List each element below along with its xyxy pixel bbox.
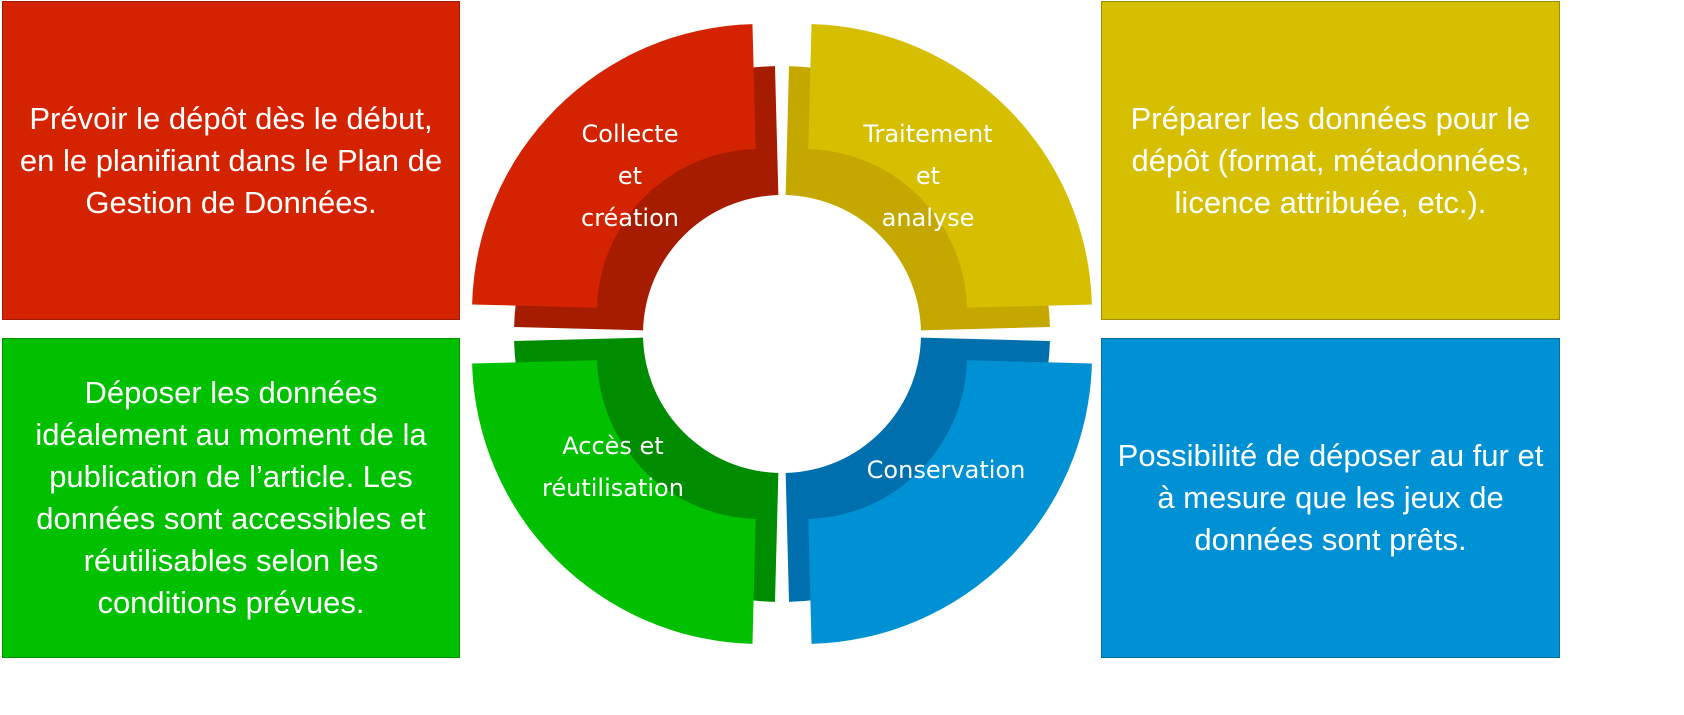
box-plan-deposit: Prévoir le dépôt dès le début, en le pla… [2,1,460,320]
label-line: Accès et [562,432,664,460]
label-line: réutilisation [542,474,684,502]
label-line: Conservation [866,456,1026,484]
label-line: et [915,162,941,190]
segment-access [472,360,756,644]
segment-process [808,24,1092,308]
segment-label-process: Traitement et analyse [863,113,992,239]
segment-label-preserve: Conservation [867,449,1026,491]
box-prepare-data: Préparer les données pour le dépôt (form… [1101,1,1560,320]
box-text: Possibilité de déposer au fur et à mesur… [1117,438,1544,557]
box-text: Préparer les données pour le dépôt (form… [1130,100,1531,220]
segment-label-access: Accès et réutilisation [542,425,684,509]
segment-collect [472,24,756,308]
label-line: et [617,162,643,190]
segment-label-collect: Collecte et création [581,113,679,239]
box-text: Déposer les données idéalement au moment… [35,375,427,620]
label-line: Collecte [581,120,679,148]
label-line: création [581,204,679,232]
box-deposit-publication: Déposer les données idéalement au moment… [2,338,460,658]
box-deposit-progressive: Possibilité de déposer au fur et à mesur… [1101,338,1560,658]
label-line: Traitement [863,120,993,148]
segment-preserve [808,360,1092,644]
label-line: analyse [881,204,975,232]
box-text: Prévoir le dépôt dès le début, en le pla… [19,100,443,220]
